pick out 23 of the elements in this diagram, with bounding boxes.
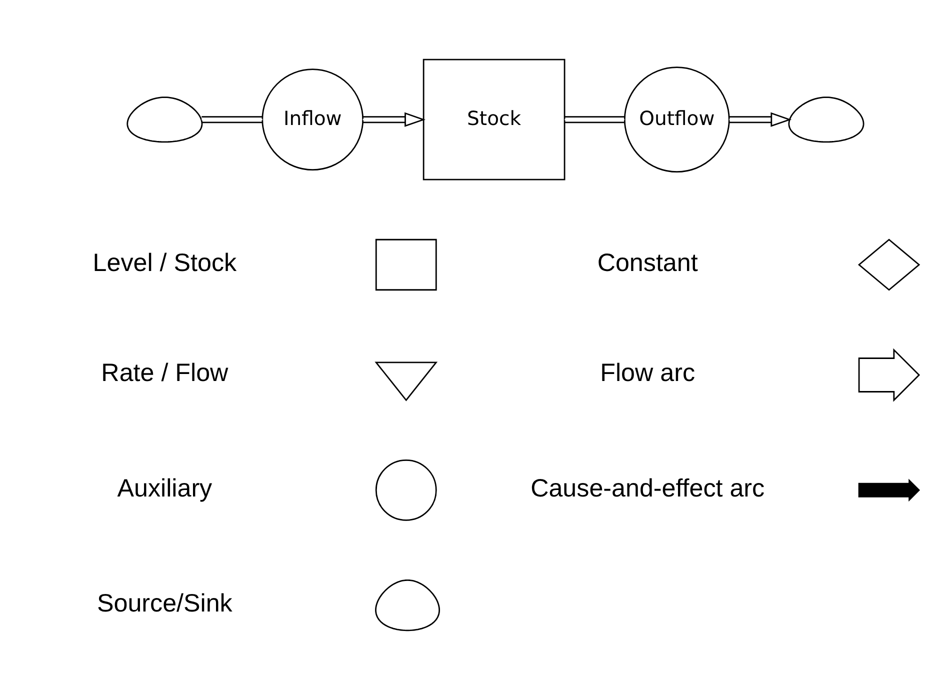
- node-arrow: [858, 478, 920, 502]
- legend-label: Auxiliary: [117, 474, 212, 502]
- arrow: [362, 112, 426, 127]
- legend-label: Constant: [597, 248, 698, 277]
- node-hourglass: [374, 362, 438, 402]
- node-box: Stock: [422, 58, 566, 180]
- legend-label: Cause-and-effect arc: [530, 474, 765, 502]
- legend-label: Rate / Flow: [101, 359, 228, 388]
- node-cloud: [126, 96, 203, 143]
- arrow: [729, 112, 792, 127]
- connector: [564, 116, 624, 124]
- legend-label: Source/Sink: [96, 589, 232, 618]
- node-arrow: [858, 348, 920, 402]
- node-circle: [375, 459, 437, 521]
- connector: [202, 116, 262, 124]
- node-cloud: [375, 579, 440, 632]
- node-diamond: [858, 238, 920, 291]
- node-cloud: [788, 96, 864, 143]
- legend-label: Level / Stock: [92, 248, 237, 277]
- node-circle: Inflow: [262, 68, 364, 171]
- node-circle: Outflow: [624, 66, 730, 173]
- legend-label: Flow arc: [600, 359, 696, 388]
- node-box: [375, 238, 437, 291]
